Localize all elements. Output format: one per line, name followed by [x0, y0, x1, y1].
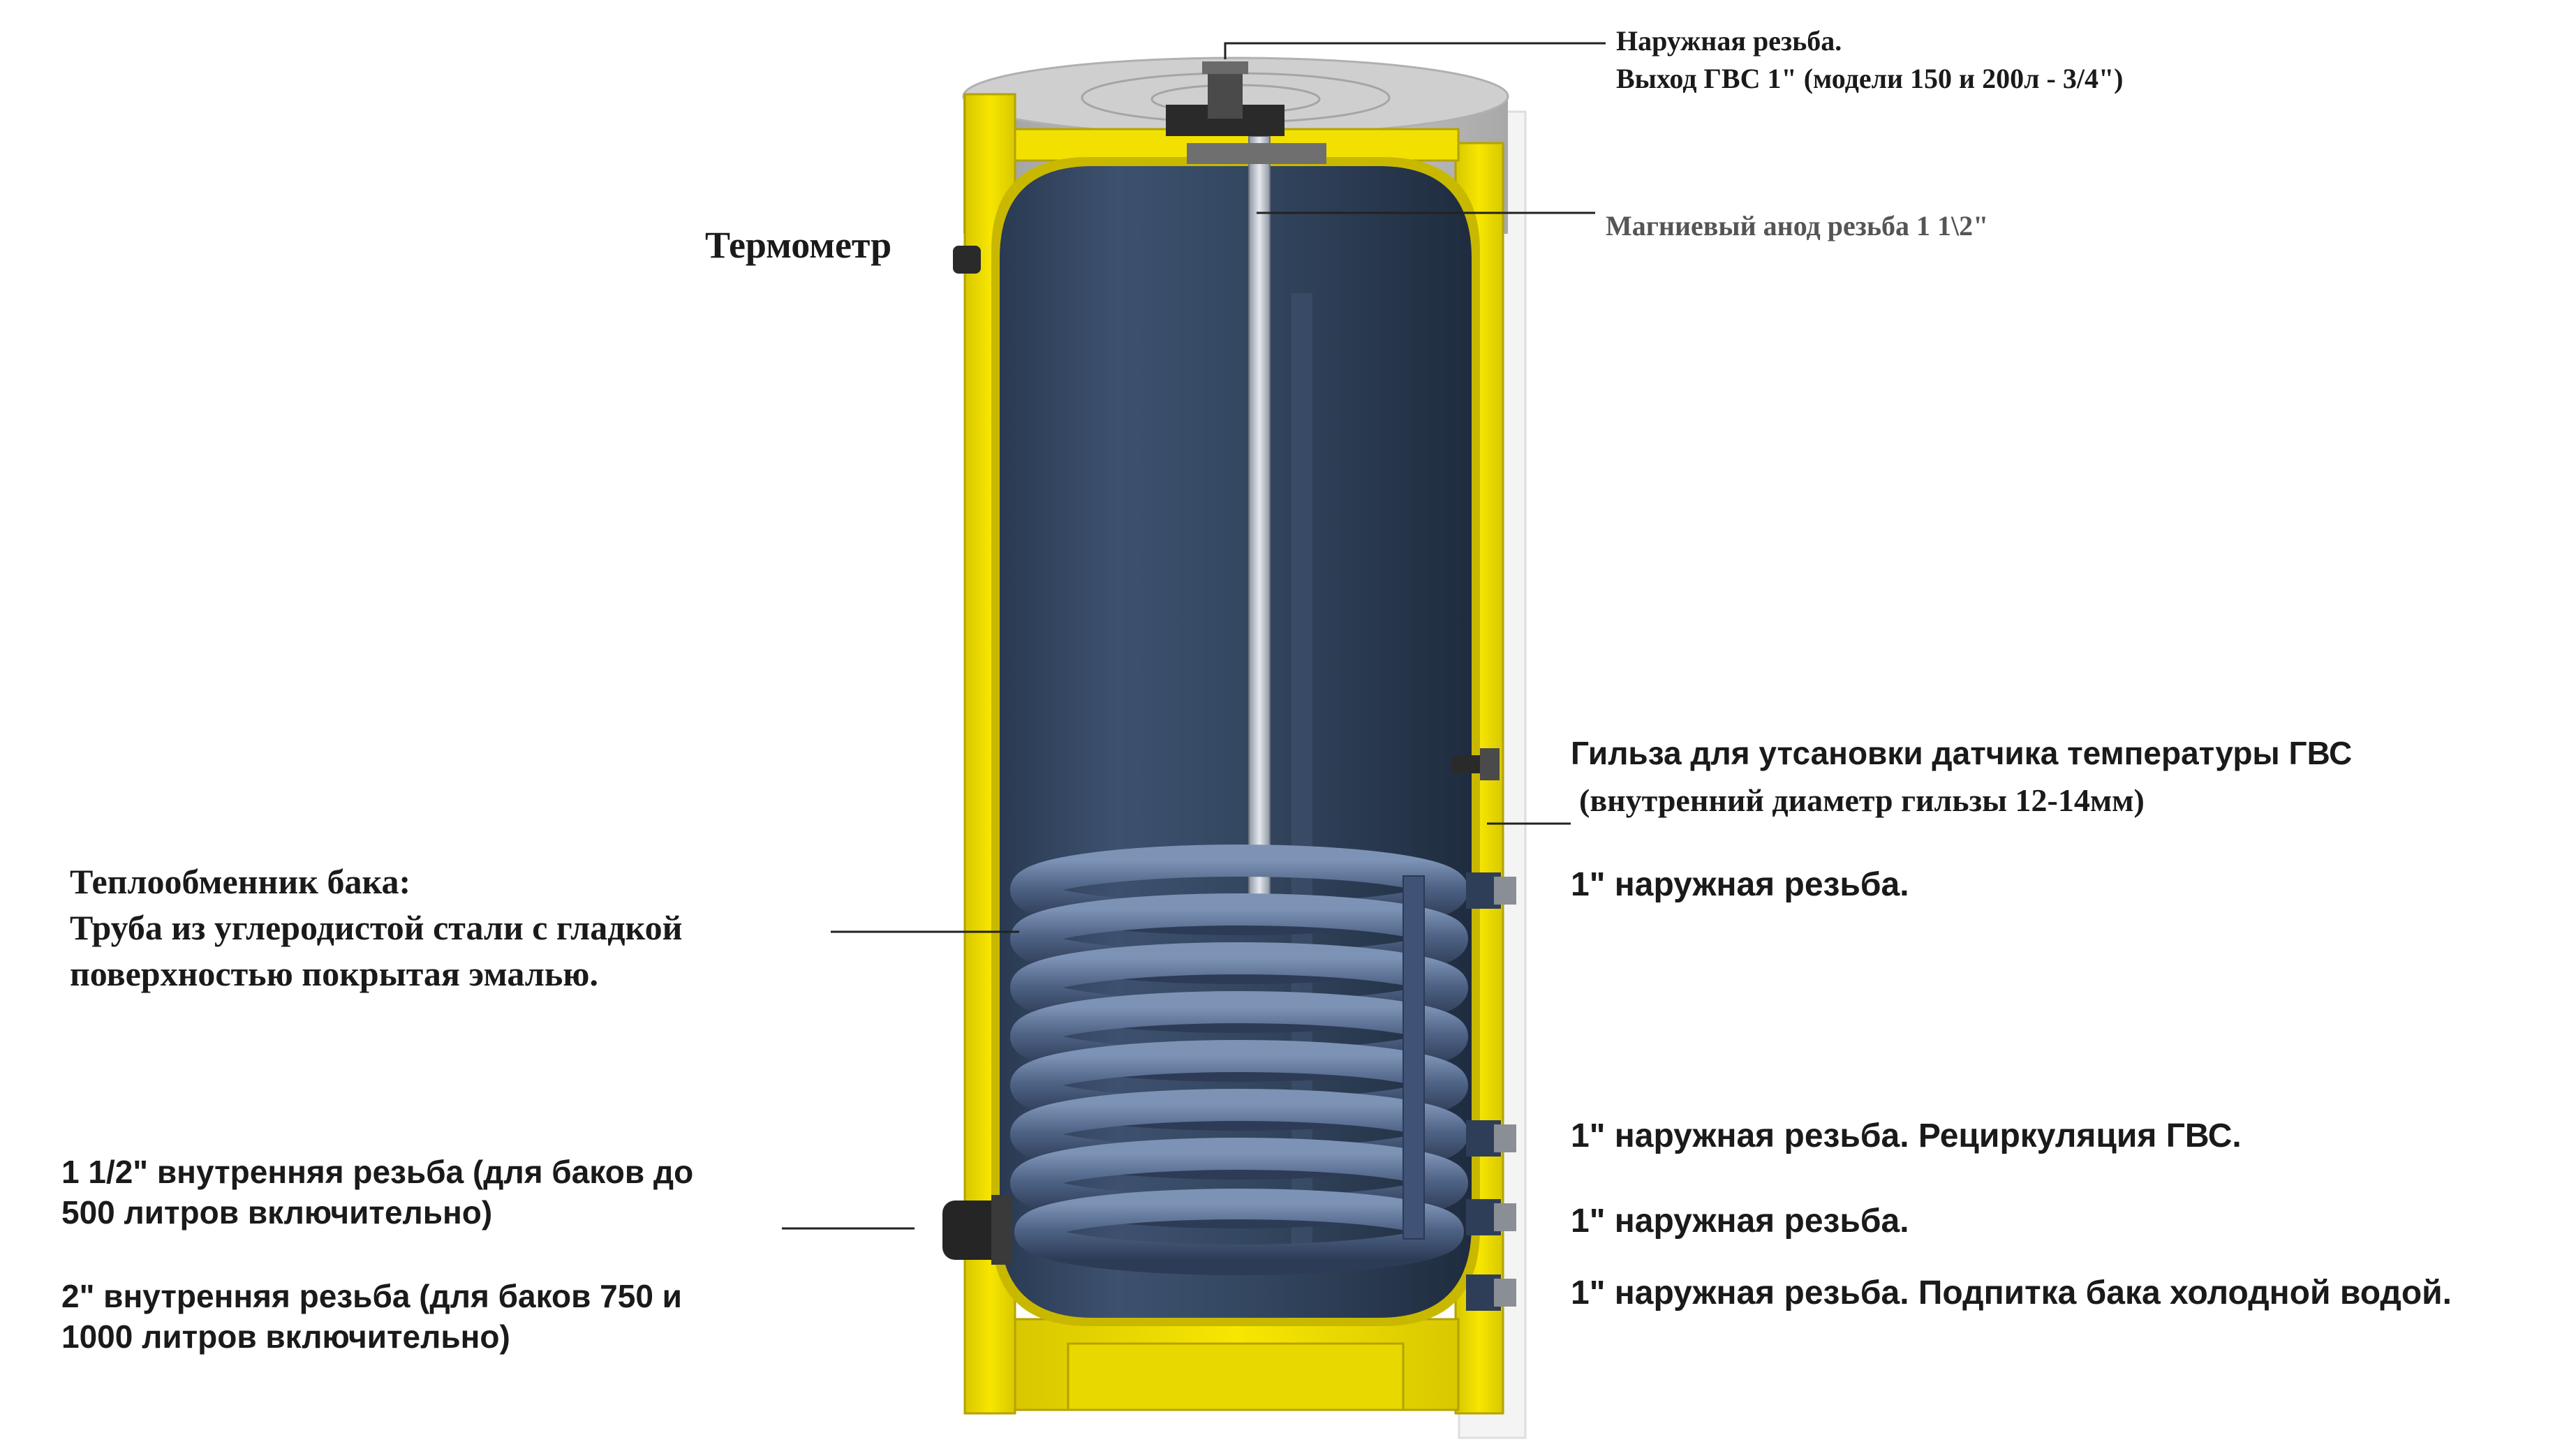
label-sensor-sleeve-line1: Гильза для утсановки датчика температуры…: [1571, 735, 2353, 771]
label-recirculation: 1" наружная резьба. Рециркуляция ГВС.: [1571, 1117, 2242, 1154]
label-heat-exchanger-line2: Труба из углеродистой стали с гладкой: [70, 908, 683, 947]
label-sensor-sleeve: Гильза для утсановки датчика температуры…: [1571, 729, 2352, 824]
label-dhw-outlet: Наружная резьба. Выход ГВС 1" (модели 15…: [1616, 22, 2124, 98]
label-drain-small-line1: 1 1/2" внутренняя резьба (для баков до: [61, 1154, 694, 1190]
leader-lines: [782, 42, 1606, 1230]
heat-exchanger-coil: [1010, 845, 1468, 1275]
label-drain-large-line2: 1000 литров включительно): [61, 1318, 510, 1355]
left-fittings: [942, 246, 1012, 1265]
label-heat-exchanger-line3: поверхностью покрытая эмалью.: [70, 954, 598, 993]
right-fittings: [1452, 748, 1516, 1311]
label-coil-outlet: 1" наружная резьба.: [1571, 1203, 1909, 1240]
label-drain-small: 1 1/2" внутренняя резьба (для баков до 5…: [61, 1152, 693, 1233]
label-heat-exchanger: Теплообменник бака: Труба из углеродисто…: [70, 858, 682, 997]
label-cold-water: 1" наружная резьба. Подпитка бака холодн…: [1571, 1274, 2452, 1311]
label-anode: Магниевый анод резьба 1 1\2": [1606, 210, 1989, 241]
label-coil-inlet: 1" наружная резьба.: [1571, 866, 1909, 903]
label-heat-exchanger-line1: Теплообменник бака:: [70, 862, 411, 901]
top-outlet-fitting: [1166, 61, 1285, 136]
label-thermometer: Термометр: [705, 224, 892, 266]
label-dhw-outlet-line2: Выход ГВС 1" (модели 150 и 200л - 3/4"): [1616, 63, 2124, 94]
label-drain-small-line2: 500 литров включительно): [61, 1194, 493, 1231]
label-drain-large-line1: 2" внутренняя резьба (для баков 750 и: [61, 1278, 682, 1314]
label-drain-large: 2" внутренняя резьба (для баков 750 и 10…: [61, 1276, 682, 1357]
label-sensor-sleeve-line2: (внутренний диаметр гильзы 12-14мм): [1579, 782, 2145, 818]
label-dhw-outlet-line1: Наружная резьба.: [1616, 25, 1842, 57]
